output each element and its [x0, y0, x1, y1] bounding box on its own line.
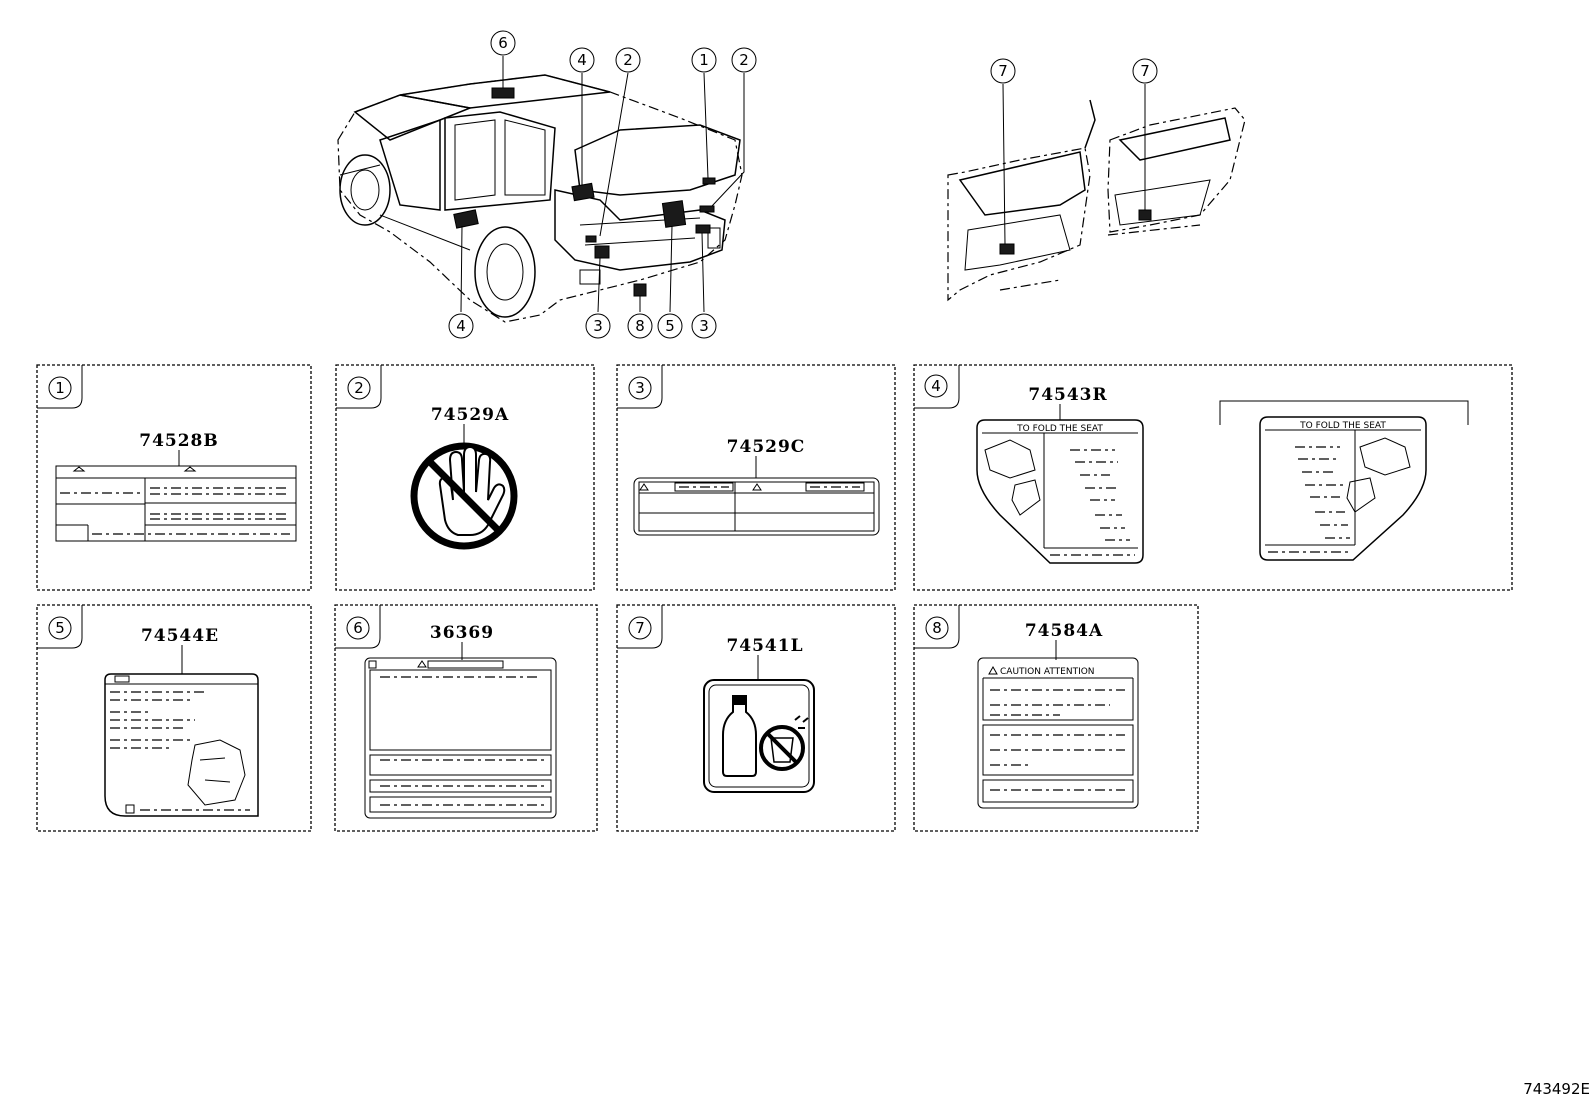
panel-4-index: 4 — [931, 377, 941, 395]
callout-2b: 2 — [739, 51, 749, 69]
callout-2: 2 — [623, 51, 633, 69]
panel-2: 2 74529A — [335, 364, 595, 591]
callout-7a: 7 — [998, 62, 1008, 80]
reference-code: 743492E — [1523, 1080, 1590, 1098]
panel-3-part-number: 74529C — [727, 437, 806, 457]
panel-3: 3 74529C — [616, 364, 896, 591]
panel-4: 4 74543R TO FOLD THE SEAT TO FOLD THE SE… — [913, 364, 1513, 591]
panel-8-index: 8 — [932, 619, 942, 637]
panel-5: 5 74544E — [36, 604, 312, 832]
label-location-5 — [661, 200, 687, 228]
panel-6-index: 6 — [353, 619, 363, 637]
panel-4-label-text: TO FOLD THE SEAT — [1016, 424, 1103, 434]
panel-2-part-number: 74529A — [431, 405, 509, 425]
panel-1-part-number: 74528B — [139, 431, 219, 451]
label-location-7b — [1138, 209, 1152, 221]
panel-6-part-number: 36369 — [430, 623, 494, 643]
vehicle-callouts: 6 4 2 1 2 4 3 8 5 3 — [448, 30, 757, 339]
panel-3-index: 3 — [635, 379, 645, 397]
panel-5-index: 5 — [55, 619, 65, 637]
callout-6: 6 — [498, 34, 508, 52]
callout-4: 4 — [577, 51, 587, 69]
door-view: 7 7 — [947, 58, 1246, 302]
panel-5-part-number: 74544E — [141, 626, 219, 646]
panel-1: 1 74528B — [36, 364, 312, 591]
callout-1: 1 — [699, 51, 709, 69]
panel-8-label-text: CAUTION ATTENTION — [1000, 667, 1095, 677]
callout-8: 8 — [635, 317, 645, 335]
label-location-6 — [491, 87, 515, 99]
label-location-3b — [695, 224, 711, 234]
callout-7b: 7 — [1140, 62, 1150, 80]
panel-7-index: 7 — [635, 619, 645, 637]
callout-3: 3 — [593, 317, 603, 335]
panel-8: 8 74584A CAUTION ATTENTION — [913, 604, 1199, 832]
label-location-8 — [633, 283, 647, 297]
panel-4-part-number: 74543R — [1028, 385, 1107, 405]
label-location-2a — [585, 235, 597, 243]
panel-8-part-number: 74584A — [1025, 621, 1103, 641]
no-touch-hand-icon — [410, 442, 518, 550]
panel-2-index: 2 — [354, 379, 364, 397]
callout-3b: 3 — [699, 317, 709, 335]
label-location-7a — [999, 243, 1015, 255]
panel-1-index: 1 — [55, 379, 65, 397]
panel-6: 6 36369 — [334, 604, 598, 832]
label-location-4-rear — [571, 182, 595, 202]
panel-7-part-number: 74541L — [726, 636, 803, 656]
callout-4b: 4 — [456, 317, 466, 335]
label-location-2b — [699, 205, 715, 213]
label-location-3a — [594, 245, 610, 259]
panel-4-label-text-mirror: TO FOLD THE SEAT — [1299, 421, 1386, 431]
callout-5: 5 — [665, 317, 675, 335]
label-location-1 — [702, 177, 716, 185]
panel-7: 7 74541L — [616, 604, 896, 832]
vehicle-rear-view — [337, 56, 745, 323]
label-location-4-side — [453, 209, 479, 229]
bottle-no-drink-icon — [703, 679, 815, 793]
